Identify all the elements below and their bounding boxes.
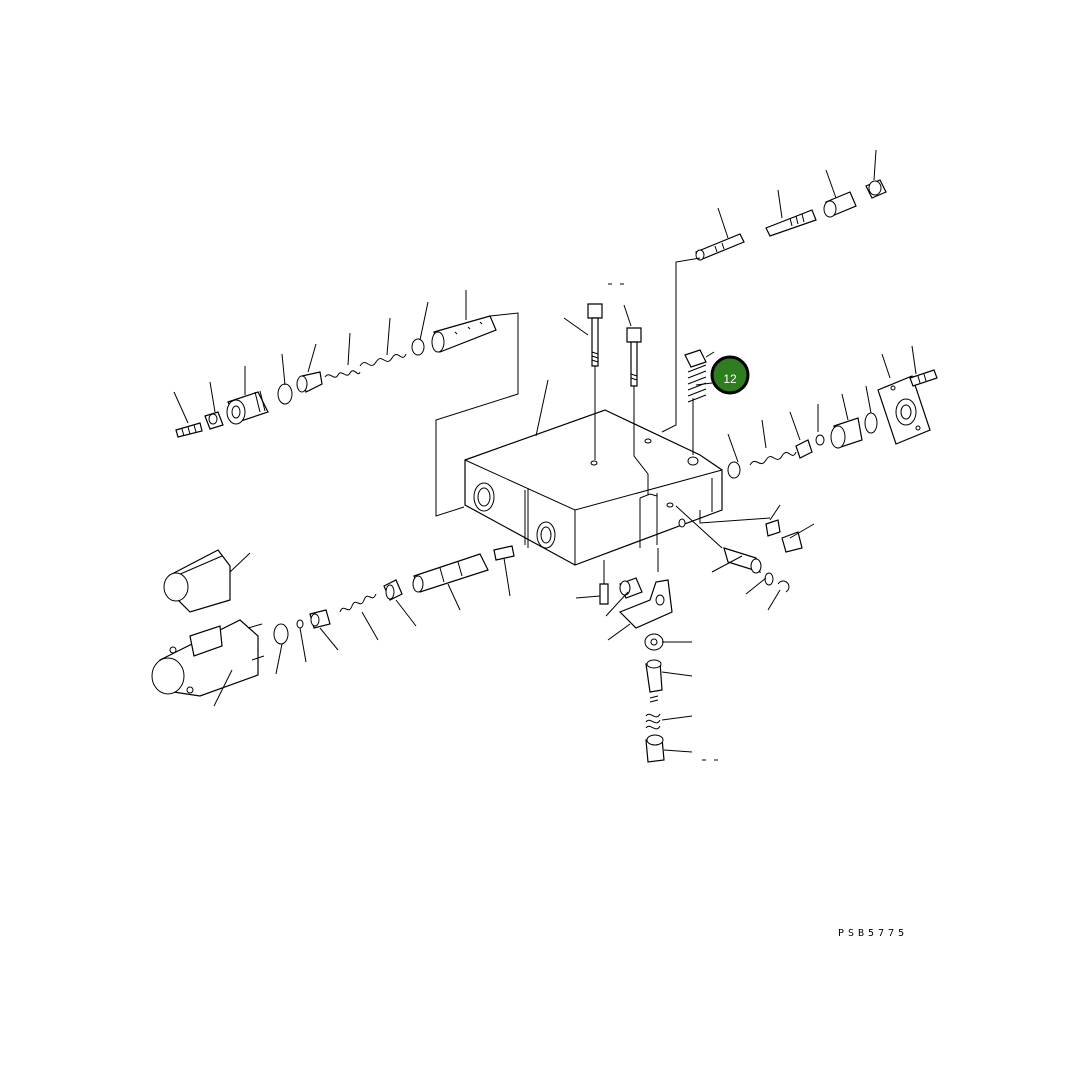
lower-linkage-assembly <box>599 577 673 763</box>
callout-12-circle[interactable] <box>710 355 750 395</box>
mounting-bolts <box>587 303 642 387</box>
upper-right-spool-assembly <box>695 179 887 261</box>
upper-left-spool-assembly <box>175 315 497 438</box>
right-small-parts <box>723 519 803 593</box>
solenoid-assembly <box>151 549 265 697</box>
right-spool-assembly <box>684 349 938 479</box>
callout-12[interactable]: 12 <box>710 355 750 395</box>
callout-12-label[interactable]: 12 <box>723 372 737 386</box>
leader-lines <box>173 149 917 761</box>
valve-body <box>464 409 723 566</box>
drawing-code: PSB5775 <box>838 928 909 939</box>
lower-left-spool-assembly <box>273 545 515 645</box>
